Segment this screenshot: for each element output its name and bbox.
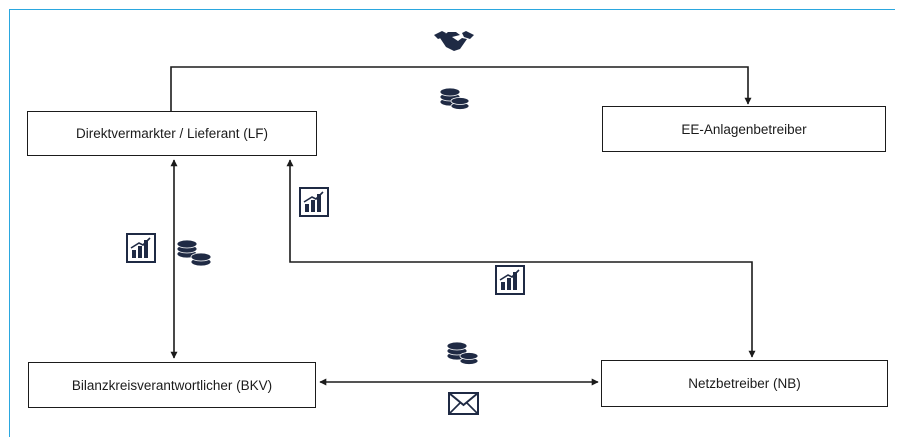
handshake-icon [434, 31, 474, 51]
bar-chart-icon [299, 187, 329, 217]
coins-icon [439, 87, 470, 110]
coins-icon [446, 341, 479, 365]
node-bilanzkreisverantwortlicher: Bilanzkreisverantwortlicher (BKV) [28, 362, 316, 408]
node-netzbetreiber: Netzbetreiber (NB) [601, 360, 888, 407]
node-label: Netzbetreiber (NB) [688, 376, 801, 391]
coins-icon [176, 239, 212, 267]
node-label: Direktvermarkter / Lieferant (LF) [75, 126, 269, 141]
bar-chart-icon [495, 265, 525, 295]
node-direktvermarkter: Direktvermarkter / Lieferant (LF) [27, 111, 317, 156]
bar-chart-icon [126, 233, 156, 263]
node-label: EE-Anlagenbetreiber [681, 121, 807, 137]
envelope-icon [448, 392, 479, 415]
edge-lf-ee [170, 66, 752, 111]
node-label: Bilanzkreisverantwortlicher (BKV) [71, 377, 273, 393]
edge-nb-lf [286, 159, 756, 358]
node-ee-anlagenbetreiber: EE-Anlagenbetreiber [602, 106, 886, 152]
diagram-frame [9, 9, 895, 437]
